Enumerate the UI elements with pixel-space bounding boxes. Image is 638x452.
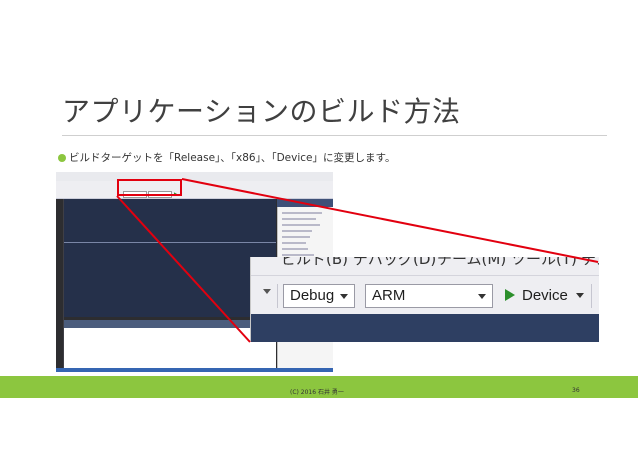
platform-value: ARM bbox=[372, 287, 406, 304]
zoom-menubar: ビルド(B) デバッグ(D) チーム(M) ツール(T) テス bbox=[251, 257, 599, 274]
highlight-box bbox=[117, 179, 182, 196]
ide-titlebar bbox=[56, 172, 333, 181]
toolbar-separator bbox=[591, 284, 592, 308]
toolbar-overflow-icon[interactable] bbox=[263, 289, 271, 294]
ide-toolbar bbox=[56, 189, 333, 199]
sol-line bbox=[282, 248, 308, 250]
configuration-combo[interactable]: Debug bbox=[283, 284, 355, 308]
chevron-down-icon bbox=[575, 293, 584, 298]
footer-bar bbox=[0, 376, 638, 398]
ide-left-strip bbox=[56, 199, 64, 369]
configuration-value: Debug bbox=[290, 287, 335, 304]
ide-menubar bbox=[56, 181, 333, 189]
bullet-text: ビルドターゲットを「Release」、「x86」、「Device」に変更します。 bbox=[69, 152, 396, 164]
ide-statusbar bbox=[56, 368, 333, 372]
ide-editor bbox=[64, 199, 276, 317]
sol-line bbox=[282, 254, 314, 256]
ide-output-pane bbox=[64, 328, 276, 368]
play-icon bbox=[505, 289, 515, 301]
footer-copyright: (C) 2016 石井 勇一 bbox=[290, 389, 344, 396]
zoom-editor-strip bbox=[251, 314, 599, 342]
sol-line bbox=[282, 242, 306, 244]
menu-tools[interactable]: ツール(T) bbox=[511, 257, 577, 268]
start-device-label: Device bbox=[522, 287, 568, 304]
bullet-item: ビルドターゲットを「Release」、「x86」、「Device」に変更します。 bbox=[58, 150, 395, 165]
toolbar-separator bbox=[277, 284, 278, 308]
menu-build[interactable]: ビルド(B) bbox=[281, 257, 348, 268]
bullet-dot-icon bbox=[58, 153, 66, 162]
ide-solution-header bbox=[277, 199, 333, 207]
title-rule bbox=[62, 135, 607, 136]
sol-line bbox=[282, 236, 310, 238]
sol-line bbox=[282, 218, 316, 220]
menu-test[interactable]: テス bbox=[581, 257, 599, 268]
platform-combo[interactable]: ARM bbox=[365, 284, 493, 308]
ide-editor-divider bbox=[64, 242, 276, 243]
ide-device-button: ▶ bbox=[174, 191, 178, 196]
zoom-toolbar: Debug ARM Device bbox=[251, 275, 599, 314]
menu-debug[interactable]: デバッグ(D) bbox=[353, 257, 437, 268]
menu-team[interactable]: チーム(M) bbox=[437, 257, 507, 268]
sol-line bbox=[282, 212, 322, 214]
slide-title: アプリケーションのビルド方法 bbox=[62, 95, 461, 128]
start-device-button[interactable]: Device bbox=[505, 284, 584, 308]
sol-line bbox=[282, 224, 320, 226]
chevron-down-icon bbox=[478, 294, 486, 299]
ide-output-header bbox=[64, 320, 276, 328]
zoom-panel: ビルド(B) デバッグ(D) チーム(M) ツール(T) テス Debug AR… bbox=[250, 257, 599, 342]
page-number: 36 bbox=[572, 387, 580, 394]
sol-line bbox=[282, 230, 312, 232]
chevron-down-icon bbox=[340, 294, 348, 299]
